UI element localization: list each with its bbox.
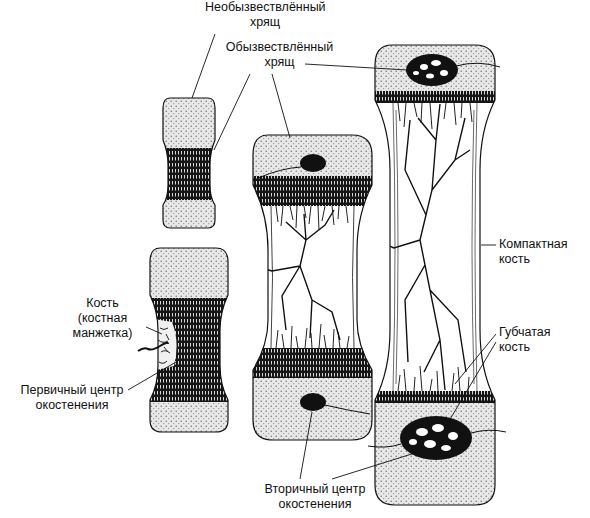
part-label: Компактная кость <box>499 237 585 267</box>
leader-line <box>300 412 312 479</box>
leader-line <box>128 362 176 390</box>
leader-line <box>481 245 496 246</box>
secondary-center <box>300 154 326 172</box>
part-label: Обызвествлённый хрящ <box>222 40 337 70</box>
calcified-zone <box>372 91 498 103</box>
leader-lines <box>128 34 496 479</box>
blood-vessel <box>360 104 470 390</box>
spongy-space <box>440 70 448 76</box>
spongy-trabeculae <box>276 206 349 348</box>
part-label: Необызвествлённый хрящ <box>205 0 325 30</box>
blood-vessel <box>368 63 506 447</box>
spongy-space <box>424 440 436 448</box>
leader-line <box>332 452 418 479</box>
spongy-spaces <box>409 424 458 451</box>
secondary-center <box>406 54 458 86</box>
bone-stage-3 <box>248 135 376 440</box>
spongy-space <box>420 64 428 70</box>
bone-stage-4 <box>360 45 506 505</box>
spongy-space <box>432 424 444 432</box>
leader-line <box>146 327 162 334</box>
spongy-space <box>441 445 451 451</box>
blood-vessel <box>258 167 370 414</box>
blood-vessel <box>248 210 340 340</box>
spongy-space <box>448 432 458 440</box>
calcified-zone <box>250 348 376 378</box>
part-label: Первичный центр окостенения <box>2 383 142 413</box>
bone-outline <box>150 248 228 432</box>
bone-outline <box>253 135 372 440</box>
part-label: Вторичный центр окостенения <box>240 482 390 512</box>
spongy-space <box>416 428 428 436</box>
spongy-spaces <box>413 60 448 79</box>
leader-line <box>305 64 407 70</box>
calcified-zone <box>372 391 498 403</box>
leader-line <box>446 342 496 426</box>
bone-outline <box>163 98 215 228</box>
spongy-space <box>426 74 434 79</box>
secondary-center <box>400 416 472 460</box>
part-label: Губчатая кость <box>499 325 585 355</box>
compact-wall <box>271 206 354 348</box>
calcified-zone <box>250 176 376 206</box>
leader-line <box>192 34 215 98</box>
spongy-space <box>413 71 419 75</box>
secondary-center <box>300 393 326 411</box>
spongy-space <box>409 439 417 445</box>
leader-line <box>272 74 290 138</box>
leader-line <box>214 74 250 150</box>
spongy-space <box>431 60 441 66</box>
bone-stage-1 <box>160 98 220 228</box>
part-label: Кость (костная манжетка) <box>60 296 145 341</box>
bone-outline <box>375 45 495 505</box>
bone-stage-2 <box>138 248 232 432</box>
blood-vessel <box>138 343 168 351</box>
